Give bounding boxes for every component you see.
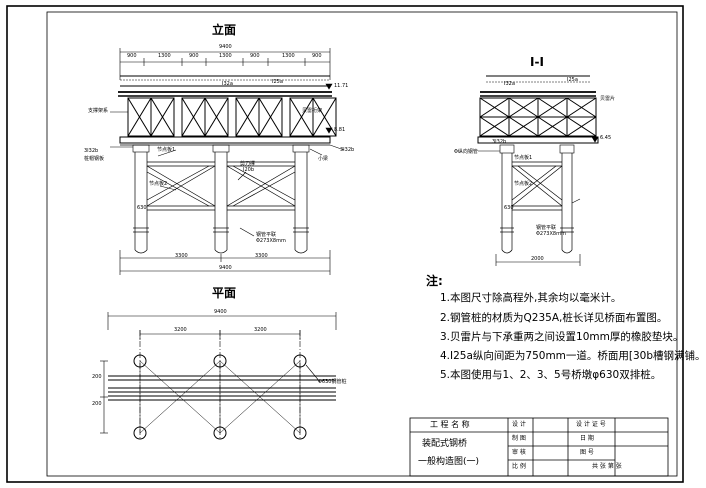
tb-check: 审 核 [512, 449, 526, 456]
plan-view [100, 312, 337, 440]
elev-dim-overall: 9400 [219, 44, 232, 50]
elev-bottom-dim-1: 3300 [175, 253, 188, 259]
elev-dim-3: 900 [189, 53, 199, 59]
elevation-title: 立面 [212, 23, 237, 37]
plan-title: 平面 [212, 286, 237, 300]
sec-width: 2000 [531, 256, 544, 262]
elev-bottom-overall: 9400 [219, 265, 232, 271]
elev-dim-4: 1300 [219, 53, 232, 59]
inner-frame [46, 11, 678, 477]
outer-frame [6, 5, 684, 483]
tb-sheets: 共 张 第 张 [592, 463, 622, 470]
elev-el-mid: 8.81 [334, 127, 346, 133]
plan-side-dim-2: 200 [92, 401, 102, 407]
sec-node1: 节点板1 [514, 155, 533, 161]
elev-el-top: 11.71 [334, 83, 349, 89]
elev-small: 小梁 [318, 156, 329, 162]
sec-node2: 节点板2 [514, 181, 533, 187]
elev-node2: 节点板2 [149, 181, 168, 187]
sec-el: 6.45 [600, 135, 612, 141]
elev-dim-6: 1300 [282, 53, 295, 59]
elev-pile-head: 桩帽钢板 [84, 156, 105, 162]
elev-sill: 3I32b [340, 147, 355, 153]
tb-drawing-title-2: 一般构造图(一) [418, 457, 480, 467]
tb-drawing-title-1: 装配式钢桥 [422, 439, 468, 449]
note-3: 3.贝雷片与下承重两之间设置10mm厚的橡胶垫块。 [440, 331, 684, 343]
elev-i32b: 3I32b [84, 148, 99, 154]
elev-brace1: 剪刀撑 [240, 161, 256, 167]
elev-i25a: I25a [272, 79, 283, 85]
elev-bailey: 贝雷桁架 [302, 108, 323, 114]
section-title: I-I [530, 55, 544, 69]
tb-drawing-no: 图 号 [580, 449, 594, 456]
tb-project-label: 工 程 名 称 [430, 420, 470, 429]
elev-dim-1: 900 [127, 53, 137, 59]
title-block [409, 417, 669, 477]
plan-dim-1: 3200 [174, 327, 187, 333]
note-4: 4.I25a纵向间距为750mm一道。桥面用[30b槽钢满铺。 [440, 350, 706, 362]
elev-dia: 630 [137, 205, 147, 211]
sec-i32b: 3I32b [492, 139, 507, 145]
note-5: 5.本图使用与1、2、3、5号桥墩φ630双排桩。 [440, 369, 662, 381]
plan-side-dim-1: 200 [92, 374, 102, 380]
elev-pile-spec: Φ273X8mm [256, 238, 286, 244]
drawing-sheet [6, 5, 684, 483]
sec-i25a: I25a [567, 77, 578, 83]
elevation-view [110, 48, 345, 275]
elev-pile-label: 钢管平联 [256, 232, 277, 238]
tb-design: 设 计 [512, 421, 526, 428]
plan-overall: 9400 [214, 309, 227, 315]
elev-dim-5: 900 [250, 53, 260, 59]
elev-anchor: 节点板1 [157, 147, 176, 153]
sec-pile-spec: Φ273X8mm [536, 231, 566, 237]
elev-i32a: I32a [222, 81, 233, 87]
elev-dim-2: 1300 [158, 53, 171, 59]
sec-i32a: I32a [504, 81, 515, 87]
tb-cert: 设 计 证 号 [576, 421, 606, 428]
sec-bailey: 贝雷片 [600, 96, 616, 102]
elev-left-deck: 支撑架系 [88, 108, 109, 114]
section-view [477, 75, 599, 266]
sec-side: Φ纵向钢管 [454, 149, 478, 155]
elev-dim-7: 900 [312, 53, 322, 59]
notes-heading: 注: [426, 274, 443, 288]
note-1: 1.本图尺寸除高程外,其余均以毫米计。 [440, 292, 622, 304]
note-2: 2.钢管桩的材质为Q235A,桩长详见桥面布置图。 [440, 312, 668, 324]
sec-dia: 630 [504, 205, 514, 211]
plan-dim-2: 3200 [254, 327, 267, 333]
elev-bottom-dim-2: 3300 [255, 253, 268, 259]
plan-pile-note: Φ630钢管桩 [318, 379, 347, 385]
tb-date: 日 期 [580, 435, 594, 442]
elev-brace1-spec: I20b [243, 167, 255, 173]
tb-scale: 比 例 [512, 463, 526, 470]
sec-pile-label: 钢管平联 [536, 225, 557, 231]
tb-draw: 制 图 [512, 435, 526, 442]
